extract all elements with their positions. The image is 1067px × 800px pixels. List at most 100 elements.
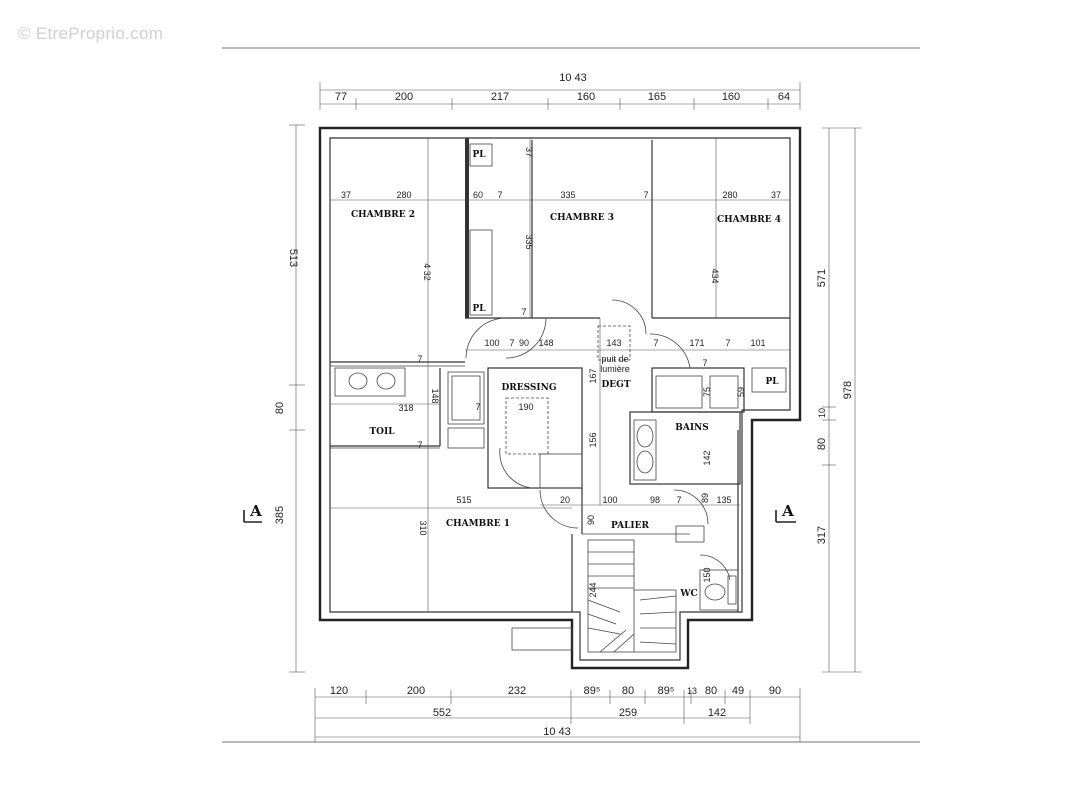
interior-dim: 135 — [716, 495, 731, 505]
interior-dimensions: 37 280 60 7 335 7 280 37 100 7 90 148 14… — [341, 147, 781, 598]
interior-dim: 7 — [643, 190, 648, 200]
top-total-dim: 10 43 — [559, 72, 587, 84]
interior-dim: 7 — [475, 402, 480, 412]
interior-dim: 335 — [560, 190, 575, 200]
interior-dim: 148 — [538, 338, 553, 348]
svg-text:A: A — [781, 502, 794, 520]
watermark: © EtreProprio.com — [18, 24, 164, 43]
interior-dim: 318 — [398, 403, 413, 413]
interior-dim: 90 — [519, 338, 529, 348]
right-dim: 571 — [816, 269, 828, 287]
interior-dim: 89 — [700, 493, 710, 503]
room-label-wc: WC — [679, 589, 697, 599]
bottom-dim: 89⁵ — [584, 685, 601, 697]
interior-dim: 7 — [521, 307, 526, 317]
interior-dim: 100 — [602, 495, 617, 505]
top-dim: 64 — [778, 91, 790, 103]
right-dim: 317 — [816, 526, 828, 544]
interior-dim: 100 — [484, 338, 499, 348]
interior-dim: 7 — [497, 190, 502, 200]
top-dim: 77 — [335, 91, 347, 103]
right-total-dim: 978 — [842, 381, 854, 399]
left-dim: 513 — [287, 249, 299, 267]
interior-dim: 7 — [417, 354, 422, 364]
interior-dim: 143 — [606, 338, 621, 348]
interior-dim: 59 — [736, 387, 746, 397]
bottom-dim: 259 — [619, 707, 637, 719]
room-label-chambre-2: CHAMBRE 2 — [351, 210, 415, 220]
interior-dim: 150 — [702, 567, 712, 582]
bottom-dim: 89⁵ — [658, 685, 675, 697]
interior-dim: 7 — [725, 338, 730, 348]
room-label-toil: TOIL — [369, 427, 395, 437]
interior-dim: 37 — [771, 190, 781, 200]
right-dim: 80 — [816, 438, 828, 450]
room-label-pl: PL — [472, 150, 486, 160]
interior-dim: 280 — [722, 190, 737, 200]
interior-dim: 7 — [417, 440, 422, 450]
left-dim: 385 — [274, 506, 286, 524]
right-dimensions: 571 10 80 317 978 — [816, 127, 862, 673]
top-dim: 165 — [648, 91, 666, 103]
interior-dim: 434 — [710, 268, 720, 283]
interior-dim: 20 — [560, 495, 570, 505]
room-label-chambre-4: CHAMBRE 4 — [717, 215, 781, 225]
interior-dim: 148 — [430, 388, 440, 403]
room-label-pl: PL — [765, 377, 779, 387]
top-dim: 160 — [577, 91, 595, 103]
section-mark-right: A — [775, 502, 796, 523]
interior-dim: 7 — [702, 358, 707, 368]
bottom-dim: 232 — [508, 685, 526, 697]
bottom-dim: 80 — [622, 685, 634, 697]
top-dim: 217 — [491, 91, 509, 103]
puit-label: puit de — [601, 354, 628, 364]
interior-dim: 280 — [396, 190, 411, 200]
bottom-dim: 200 — [407, 685, 425, 697]
room-label-pl: PL — [472, 304, 486, 314]
room-label-bains: BAINS — [675, 423, 709, 433]
bottom-dim: 80 — [705, 685, 717, 697]
room-label-degt: DEGT — [601, 380, 630, 390]
interior-dim: 90 — [586, 515, 596, 525]
bottom-dim: 120 — [330, 685, 348, 697]
bottom-total-dim: 10 43 — [543, 726, 571, 738]
interior-dim: 156 — [588, 432, 598, 447]
bottom-dim: 13 — [687, 686, 697, 696]
interior-dim: 142 — [702, 450, 712, 465]
section-mark-left: A — [243, 502, 262, 523]
interior-dim: 101 — [750, 338, 765, 348]
left-dimensions: 513 80 385 — [274, 124, 305, 673]
interior-dim: 7 — [676, 495, 681, 505]
interior-walls — [330, 138, 790, 653]
interior-dim: 7 — [653, 338, 658, 348]
interior-dim: 7 — [509, 338, 514, 348]
interior-dim: 75 — [702, 387, 712, 397]
room-label-palier: PALIER — [611, 521, 649, 531]
interior-dim: 98 — [650, 495, 660, 505]
interior-dim: 515 — [456, 495, 471, 505]
staircase — [587, 539, 677, 653]
bottom-dim: 142 — [708, 707, 726, 719]
interior-dim: 310 — [418, 520, 428, 535]
room-label-dressing: DRESSING — [501, 383, 556, 393]
interior-dim: 4 32 — [422, 263, 432, 281]
interior-dim: 167 — [588, 368, 598, 383]
bottom-dim: 90 — [769, 685, 781, 697]
top-dim: 200 — [395, 91, 413, 103]
interior-dim: 190 — [518, 402, 533, 412]
bottom-dimensions: 120 200 232 89⁵ 80 89⁵ 13 80 49 90 552 2… — [314, 685, 801, 742]
right-dim: 10 — [817, 408, 827, 418]
interior-dim: 37 — [341, 190, 351, 200]
top-dimensions: 10 43 77 200 217 160 165 160 64 — [319, 72, 801, 110]
interior-dim: 335 — [524, 234, 534, 249]
room-label-chambre-3: CHAMBRE 3 — [550, 213, 614, 223]
interior-dim: 60 — [473, 190, 483, 200]
bottom-dim: 49 — [732, 685, 744, 697]
interior-dim: 37 — [524, 147, 534, 157]
left-dim: 80 — [274, 402, 286, 414]
top-dim: 160 — [722, 91, 740, 103]
interior-dim-lines — [330, 138, 790, 612]
svg-text:A: A — [249, 502, 262, 520]
puit-label: lumière — [600, 364, 630, 374]
